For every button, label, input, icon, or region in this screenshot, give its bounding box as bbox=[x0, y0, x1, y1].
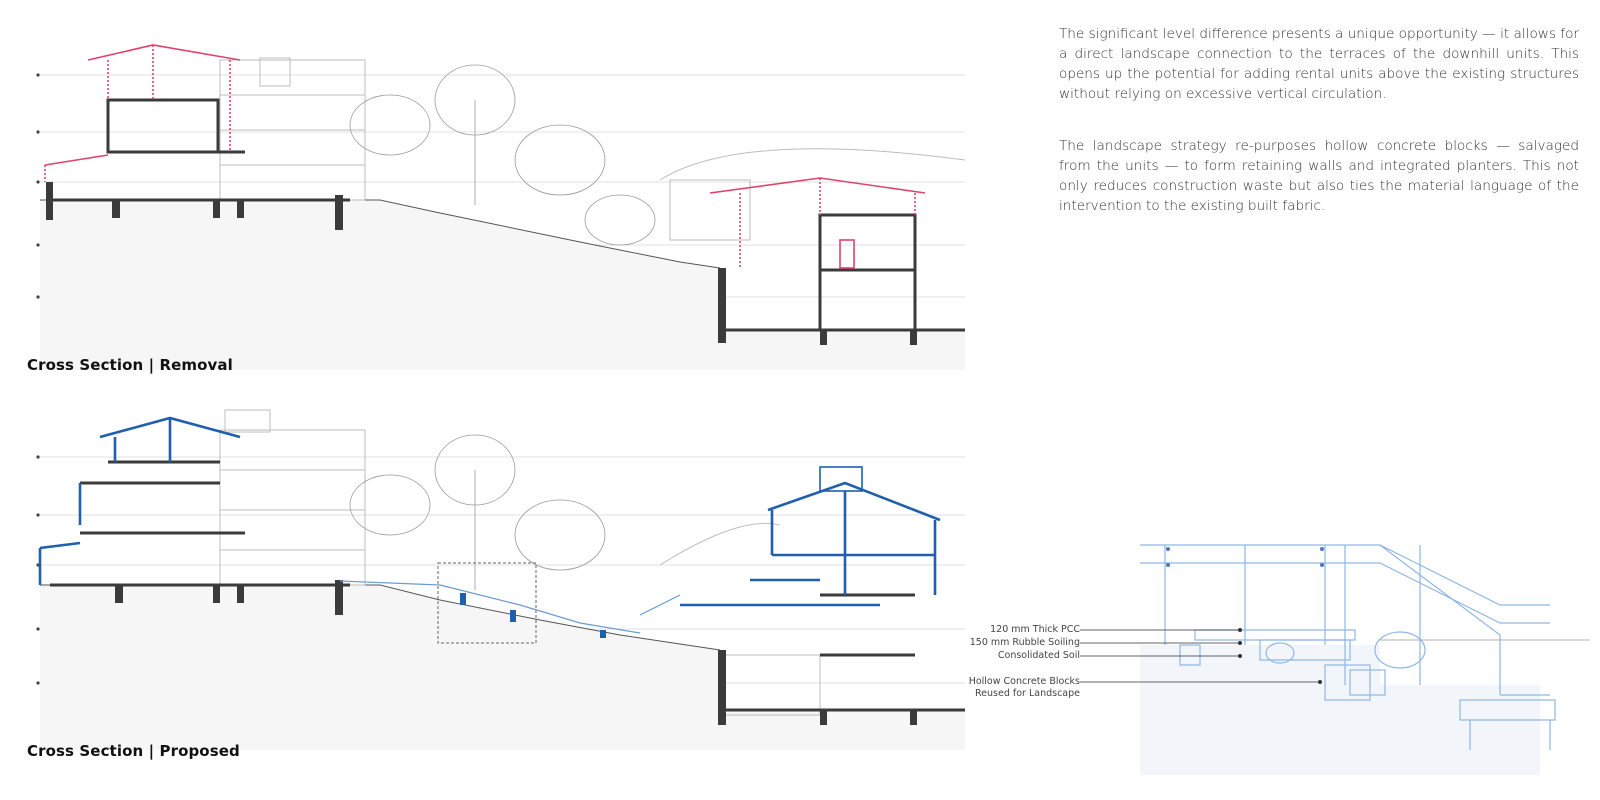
landscape-detail-drawing bbox=[1080, 544, 1590, 775]
caption-removal: Cross Section | Removal bbox=[27, 356, 233, 374]
proposed-section-drawing bbox=[36, 409, 965, 750]
label-hollow-blocks-line2: Reused for Landscape bbox=[974, 688, 1080, 699]
caption-proposed: Cross Section | Proposed bbox=[27, 742, 240, 760]
label-pcc: 120 mm Thick PCC bbox=[990, 624, 1080, 635]
removal-section-drawing bbox=[36, 44, 966, 370]
detail-callout-box bbox=[437, 562, 537, 644]
paragraph-landscape-strategy: The landscape strategy re-purposes hollo… bbox=[1059, 138, 1579, 214]
label-hollow-blocks-line1: Hollow Concrete Blocks bbox=[968, 676, 1080, 687]
label-consolidated-soil: Consolidated Soil bbox=[997, 650, 1080, 661]
label-hollow-blocks: Hollow Concrete Blocks Reused for Landsc… bbox=[969, 676, 1080, 700]
label-rubble-soiling: 150 mm Rubble Soiling bbox=[969, 637, 1080, 648]
paragraph-level-difference: The significant level difference present… bbox=[1059, 26, 1579, 102]
